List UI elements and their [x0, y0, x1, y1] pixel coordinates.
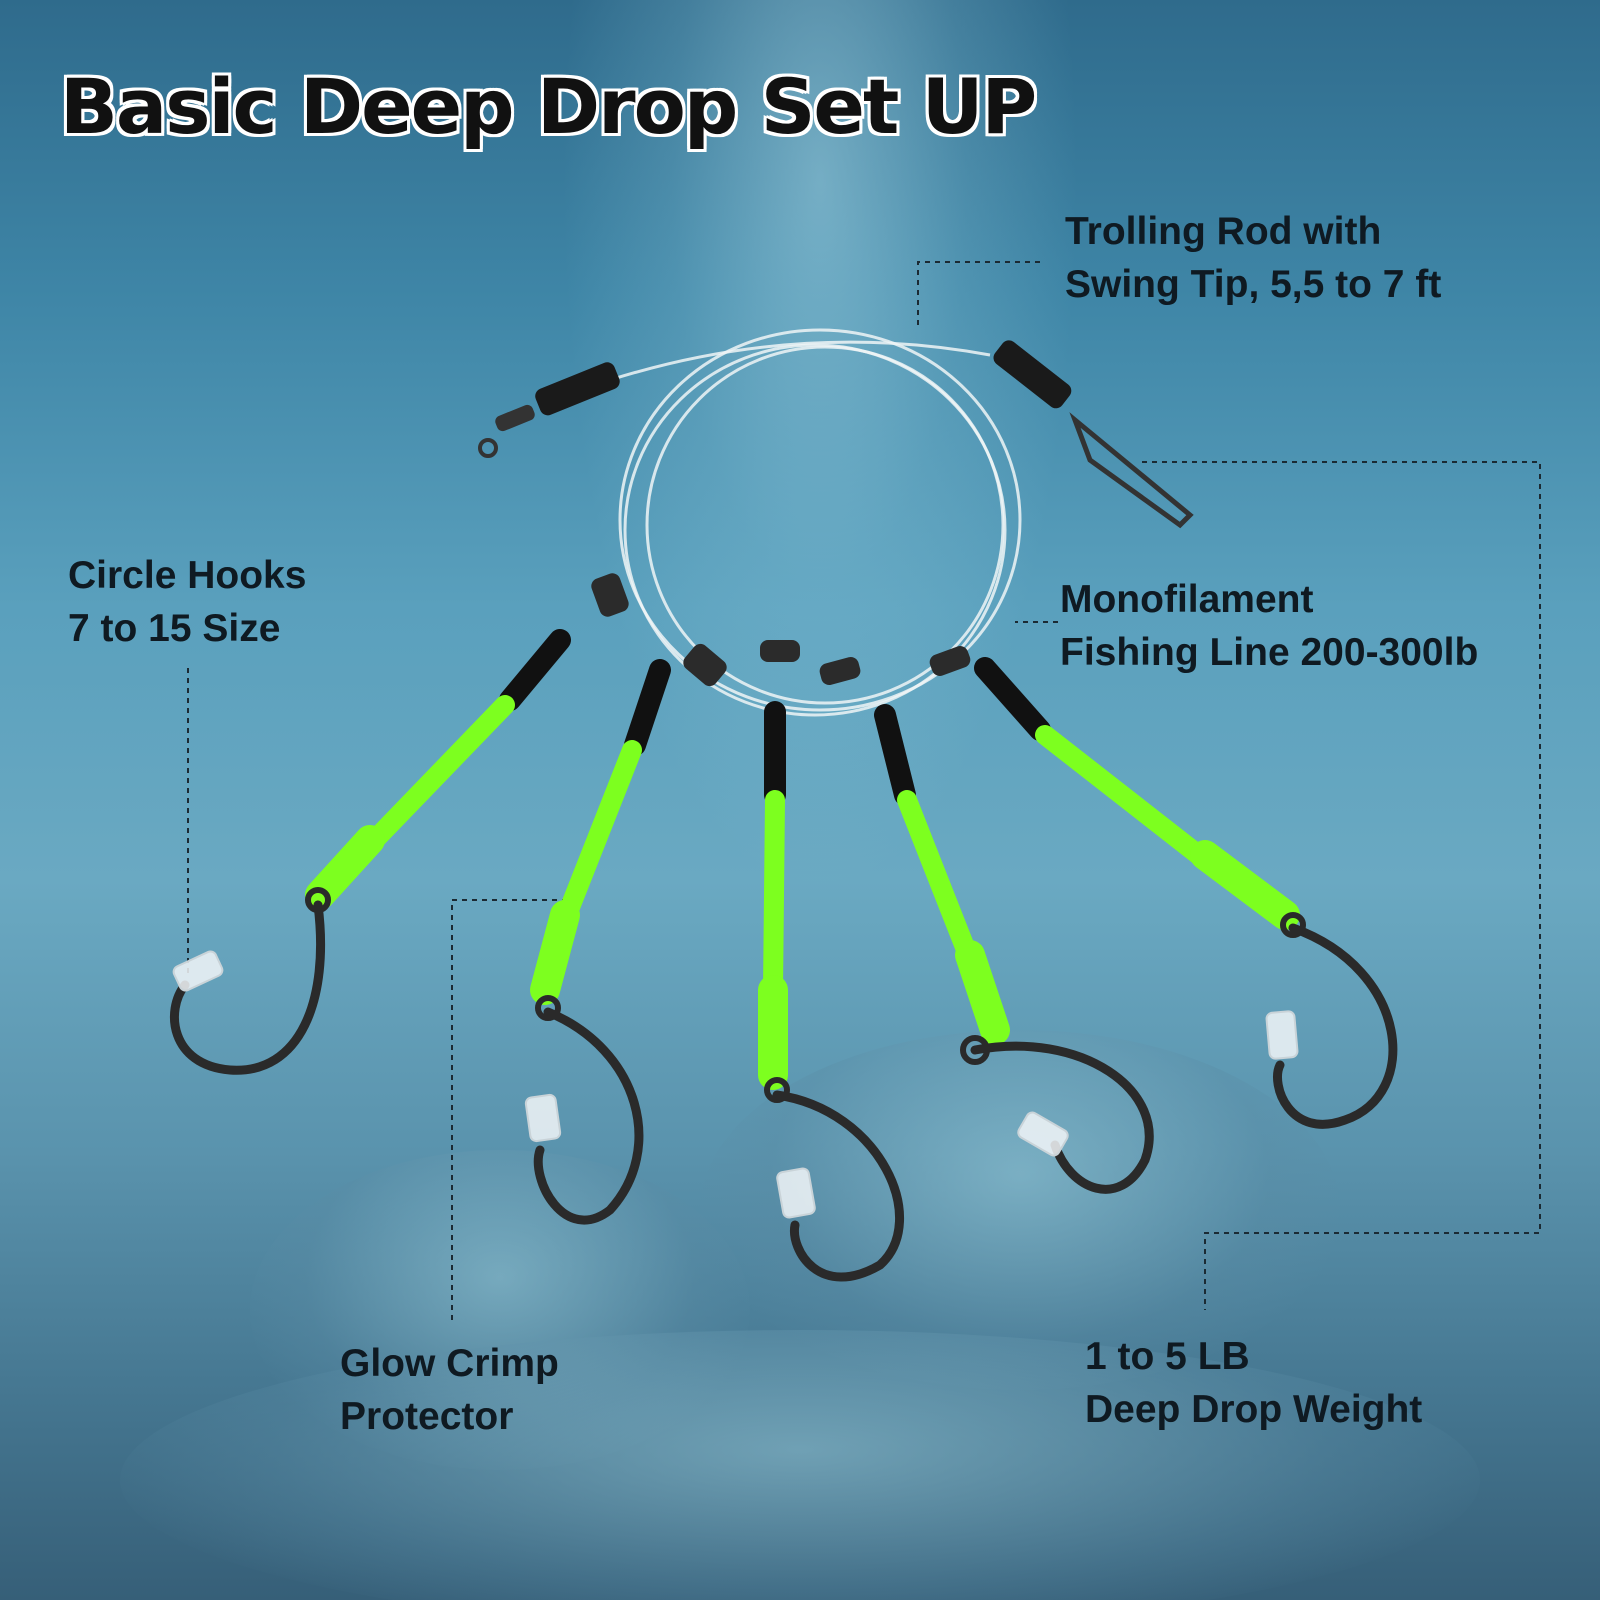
callout-glow-crimp	[451, 899, 567, 1325]
label-line: Swing Tip, 5,5 to 7 ft	[1065, 263, 1442, 306]
label-line: Monofilament	[1060, 578, 1314, 621]
label-line: 7 to 15 Size	[68, 607, 281, 650]
label-line: 1 to 5 LB	[1085, 1335, 1250, 1378]
top-left-swivel	[478, 362, 620, 458]
callout-lines	[187, 261, 1541, 1325]
circle-hooks	[170, 900, 1398, 1282]
hook-5	[1273, 923, 1398, 1129]
reef-shape	[120, 1330, 1480, 1600]
line-swivels	[591, 573, 971, 687]
label-line: Deep Drop Weight	[1085, 1388, 1423, 1431]
leaders	[305, 629, 1300, 1090]
label-line: Glow Crimp	[340, 1342, 559, 1385]
page-title: Basic Deep Drop Set UP	[60, 62, 1037, 151]
label-line: Circle Hooks	[68, 554, 307, 597]
top-right-snap	[993, 340, 1194, 529]
callout-trolling-rod	[917, 261, 1040, 330]
label-line: Fishing Line 200-300lb	[1060, 631, 1479, 674]
hook-4	[970, 1041, 1154, 1194]
label-glow-crimp: Glow Crimp Protector	[340, 1337, 559, 1443]
monofilament-coil	[609, 328, 1022, 717]
label-line: Protector	[340, 1395, 514, 1438]
hook-2	[533, 1007, 644, 1225]
label-circle-hooks: Circle Hooks 7 to 15 Size	[68, 549, 306, 655]
label-trolling-rod: Trolling Rod with Swing Tip, 5,5 to 7 ft	[1065, 205, 1441, 311]
hook-3	[772, 1090, 905, 1282]
label-monofilament: Monofilament Fishing Line 200-300lb	[1060, 573, 1478, 679]
hook-1	[170, 900, 326, 1075]
point-protectors	[172, 950, 1299, 1219]
label-weight: 1 to 5 LB Deep Drop Weight	[1085, 1330, 1422, 1436]
hook-eyes	[305, 887, 1306, 1103]
light-ray-glow	[560, 0, 1080, 900]
label-line: Trolling Rod with	[1065, 210, 1382, 253]
